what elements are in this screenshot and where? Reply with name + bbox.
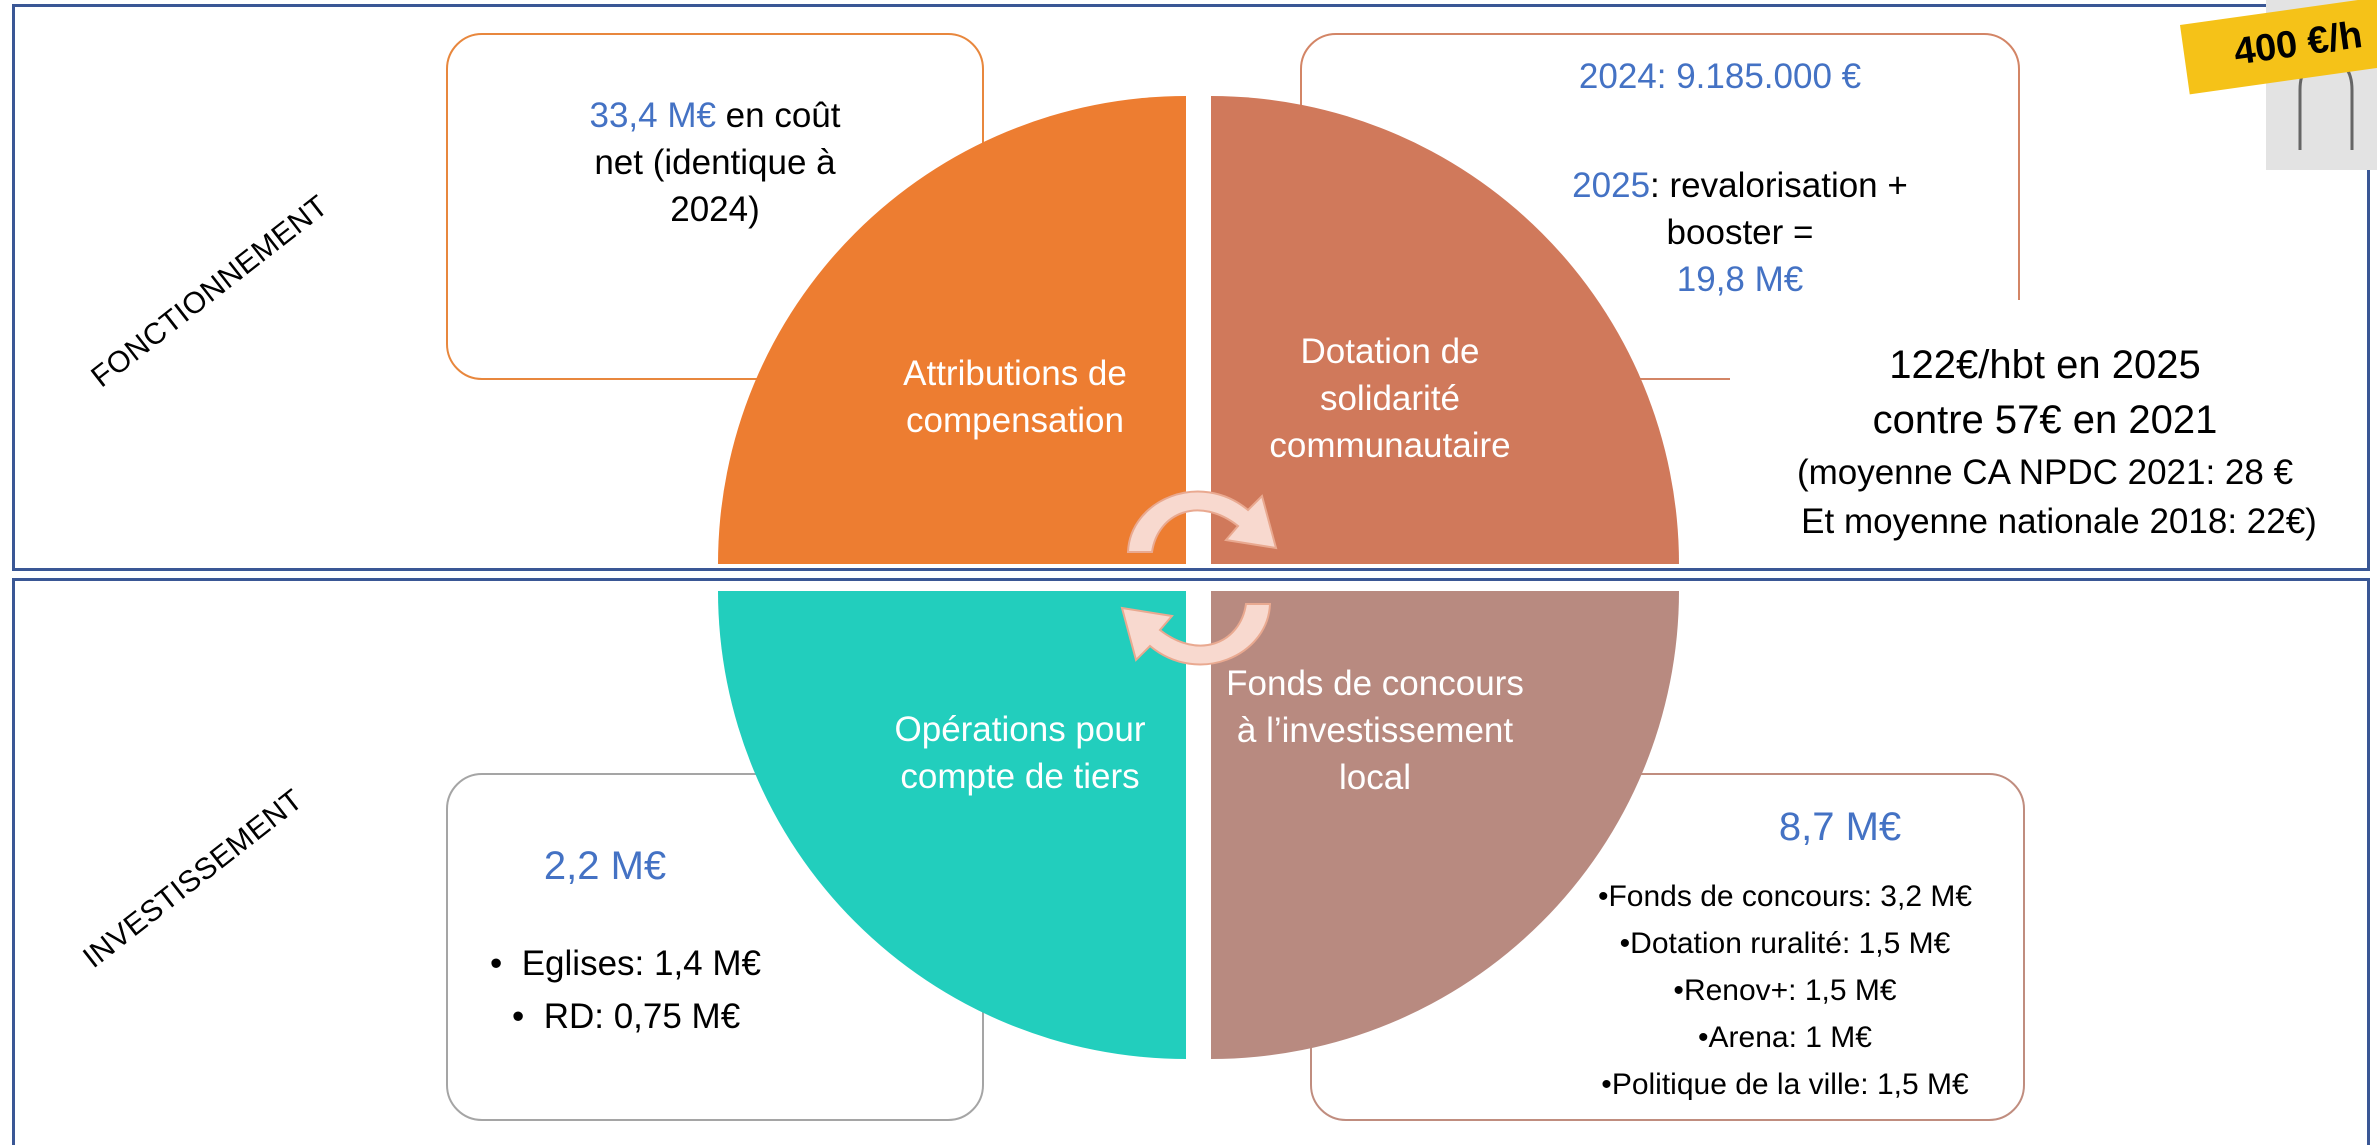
attributions-text-2: net (identique à — [594, 143, 836, 182]
fonds-item: •Fonds de concours: 3,2 M€ — [1597, 880, 1973, 913]
fonds-item: •Arena: 1 M€ — [1698, 1021, 1872, 1054]
fonds-amount: 8,7 M€ — [1778, 805, 1902, 849]
segment-attributions — [718, 96, 1186, 564]
segment-dotation — [1211, 96, 1679, 564]
note-backdrop — [1730, 300, 2030, 400]
dotation-booster: booster = — [1666, 213, 1814, 252]
dotation-2025-year: 2025 — [1572, 166, 1651, 205]
segment-fonds-label: Fonds de concours à l’investissement loc… — [1226, 664, 1524, 797]
attributions-text-3: 2024) — [670, 190, 760, 229]
dotation-note: 122€/hbt en 2025 contre 57€ en 2021 (moy… — [1720, 338, 2370, 546]
segment-attributions-label: Attributions de compensation — [903, 354, 1127, 440]
segment-fonds — [1211, 591, 1679, 1059]
note-line-1: 122€/hbt en 2025 — [1889, 343, 2201, 387]
operations-item-rd: • RD: 0,75 M€ — [512, 997, 741, 1036]
fonds-item: •Politique de la ville: 1,5 M€ — [1601, 1068, 1969, 1101]
fonds-item: •Renov+: 1,5 M€ — [1673, 974, 1897, 1007]
dotation-amount: 19,8 M€ — [1676, 260, 1804, 299]
operations-list: • Eglises: 1,4 M€ • RD: 0,75 M€ — [490, 937, 761, 1043]
attributions-text-1: en coût — [715, 96, 841, 135]
fonds-list: •Fonds de concours: 3,2 M€ •Dotation rur… — [1535, 873, 2035, 1108]
dotation-2025-label: : revalorisation + — [1650, 166, 1908, 205]
note-line-2: contre 57€ en 2021 — [1872, 398, 2218, 442]
dotation-2025-text: 2025: revalorisation + booster = 19,8 M€ — [1540, 162, 1940, 303]
segment-dotation-label: Dotation de solidarité communautaire — [1269, 332, 1511, 465]
dotation-2024: 2024: 9.185.000 € — [1578, 57, 1862, 96]
fonds-item: •Dotation ruralité: 1,5 M€ — [1619, 927, 1951, 960]
segment-operations — [718, 591, 1186, 1059]
segment-operations-label: Opérations pour compte de tiers — [894, 710, 1146, 796]
operations-item-eglises: • Eglises: 1,4 M€ — [490, 944, 761, 983]
note-line-3: (moyenne CA NPDC 2021: 28 € — [1796, 453, 2294, 492]
attributions-amount: 33,4 M€ — [589, 96, 716, 135]
note-line-4: Et moyenne nationale 2018: 22€) — [1801, 502, 2317, 541]
cycle-arrow-bottom — [1120, 603, 1272, 666]
operations-amount: 2,2 M€ — [543, 844, 667, 888]
attributions-text: 33,4 M€ en coût net (identique à 2024) — [470, 92, 960, 233]
cycle-arrow-top — [1126, 490, 1278, 553]
